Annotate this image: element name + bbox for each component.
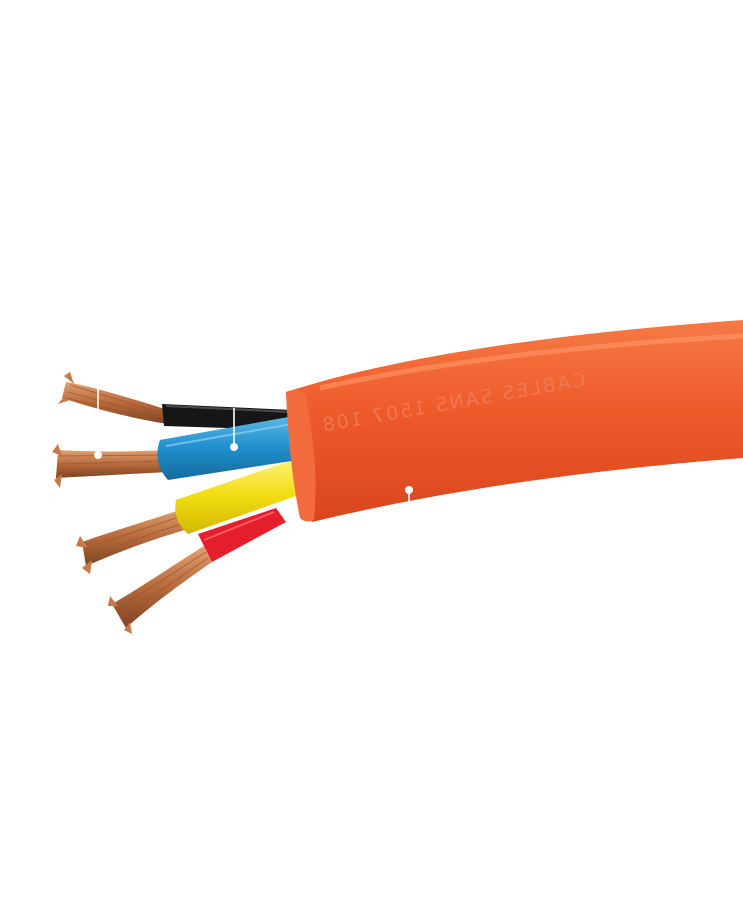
blue-core-insulation [157,416,302,480]
callout-blue-core [230,408,238,451]
copper-strands [52,372,212,634]
red-core [198,508,286,562]
outer-sheath: CABLES SANS 1507 108 [286,320,743,522]
callout-copper-strands [94,451,102,459]
callout-outer-sheath [405,486,413,504]
yellow-core [175,458,305,534]
